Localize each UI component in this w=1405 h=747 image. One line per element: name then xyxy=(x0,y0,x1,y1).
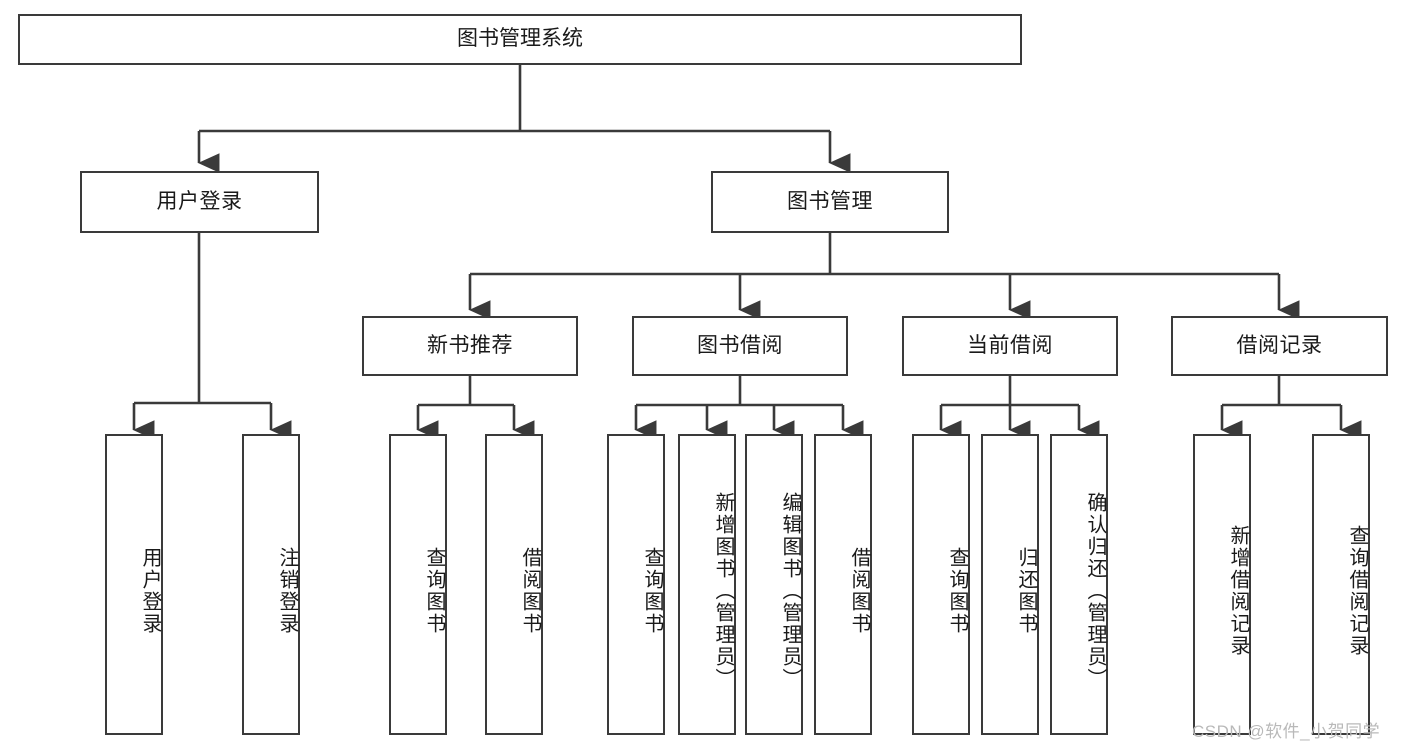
leaf-query-book-2-label: 查询图书 xyxy=(641,546,663,635)
node-new-book-rec[interactable]: 新书推荐 xyxy=(362,316,578,376)
leaf-add-book-label: 新增图书（管理员） xyxy=(712,491,734,690)
leaf-user-login-label: 用户登录 xyxy=(139,546,161,635)
leaf-add-record-label: 新增借阅记录 xyxy=(1227,524,1249,657)
leaf-borrow-book-1[interactable]: 借阅图书 xyxy=(485,434,543,735)
node-new-book-rec-label: 新书推荐 xyxy=(427,333,513,357)
leaf-confirm-return[interactable]: 确认归还（管理员） xyxy=(1050,434,1108,735)
leaf-query-book-3-label: 查询图书 xyxy=(946,546,968,635)
leaf-query-book-3[interactable]: 查询图书 xyxy=(912,434,970,735)
leaf-logout-login-label: 注销登录 xyxy=(276,546,298,635)
leaf-query-book-1-label: 查询图书 xyxy=(423,546,445,635)
node-book-manage-label: 图书管理 xyxy=(787,189,873,213)
leaf-add-book[interactable]: 新增图书（管理员） xyxy=(678,434,736,735)
leaf-borrow-book-2[interactable]: 借阅图书 xyxy=(814,434,872,735)
leaf-return-book-label: 归还图书 xyxy=(1015,546,1037,635)
node-root-label: 图书管理系统 xyxy=(457,27,583,51)
leaf-query-book-2[interactable]: 查询图书 xyxy=(607,434,665,735)
node-book-borrow[interactable]: 图书借阅 xyxy=(632,316,848,376)
leaf-edit-book[interactable]: 编辑图书（管理员） xyxy=(745,434,803,735)
leaf-borrow-book-2-label: 借阅图书 xyxy=(848,546,870,635)
node-book-borrow-label: 图书借阅 xyxy=(697,333,783,357)
node-user-login-label: 用户登录 xyxy=(156,189,243,213)
leaf-logout-login[interactable]: 注销登录 xyxy=(242,434,300,735)
node-borrow-record[interactable]: 借阅记录 xyxy=(1171,316,1388,376)
leaf-borrow-book-1-label: 借阅图书 xyxy=(519,546,541,635)
watermark-text: CSDN @软件_小贺同学 xyxy=(1192,722,1381,741)
leaf-query-record-label: 查询借阅记录 xyxy=(1346,524,1368,657)
node-current-borrow-label: 当前借阅 xyxy=(967,333,1053,357)
node-current-borrow[interactable]: 当前借阅 xyxy=(902,316,1118,376)
leaf-edit-book-label: 编辑图书（管理员） xyxy=(779,491,801,690)
node-root[interactable]: 图书管理系统 xyxy=(18,14,1022,65)
leaf-query-book-1[interactable]: 查询图书 xyxy=(389,434,447,735)
leaf-user-login[interactable]: 用户登录 xyxy=(105,434,163,735)
leaf-query-record[interactable]: 查询借阅记录 xyxy=(1312,434,1370,735)
node-user-login[interactable]: 用户登录 xyxy=(80,171,319,233)
node-book-manage[interactable]: 图书管理 xyxy=(711,171,949,233)
leaf-confirm-return-label: 确认归还（管理员） xyxy=(1084,491,1106,690)
node-borrow-record-label: 借阅记录 xyxy=(1236,333,1323,357)
leaf-return-book[interactable]: 归还图书 xyxy=(981,434,1039,735)
leaf-add-record[interactable]: 新增借阅记录 xyxy=(1193,434,1251,735)
